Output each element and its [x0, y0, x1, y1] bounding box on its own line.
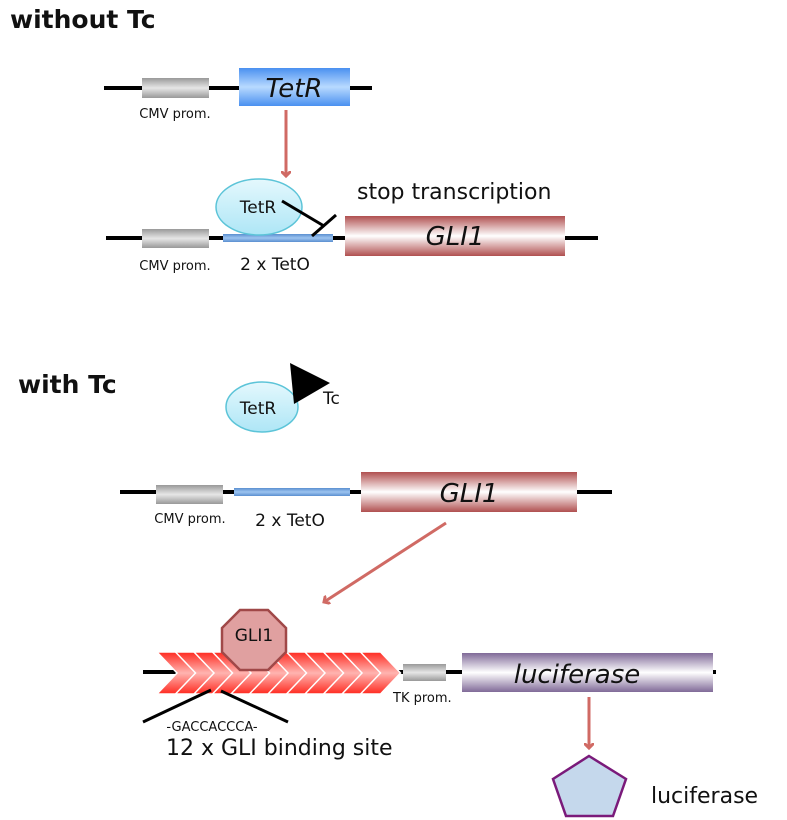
tetr-protein — [225, 381, 299, 433]
luciferase-gene-label: luciferase — [514, 660, 641, 690]
binding-sequence-label: -GACCACCCA- — [166, 720, 258, 735]
gli1-protein-label: GLI1 — [235, 626, 273, 646]
gli-binding-sites — [155, 651, 402, 695]
cmv-promoter — [142, 229, 209, 248]
luciferase-protein-label: luciferase — [651, 784, 758, 809]
gli1-gene — [345, 216, 565, 256]
cmv-promoter — [142, 78, 209, 98]
heading-with-tc: with Tc — [18, 370, 117, 399]
construct-gli1-active: GLI1 CMV prom. 2 x TetO — [120, 472, 612, 531]
tetr-tc-complex: TetR Tc — [225, 363, 340, 433]
cmv-promoter-label: CMV prom. — [154, 512, 225, 527]
luciferase-gene — [462, 653, 713, 692]
construct-gli1-repressed: GLI1 TetR stop transcription CMV prom. 2… — [106, 178, 598, 275]
teto-operator — [223, 234, 333, 242]
binding-site-label: 12 x GLI binding site — [166, 736, 393, 761]
inhibition-icon — [281, 199, 337, 238]
tetr-protein-label: TetR — [239, 399, 277, 419]
gli1-gene-label: GLI1 — [426, 222, 485, 252]
luciferase-protein — [551, 754, 628, 818]
cmv-promoter-label: CMV prom. — [139, 259, 210, 274]
tc-label: Tc — [322, 389, 340, 409]
gli1-protein — [220, 608, 288, 672]
gli-binding-site-chevron — [358, 651, 402, 695]
tetracycline-icon — [290, 363, 330, 404]
zoom-line-right — [220, 689, 289, 724]
gli1-gene-label: GLI1 — [440, 479, 499, 509]
stop-transcription-label: stop transcription — [357, 180, 551, 205]
tetr-gene — [239, 68, 350, 106]
tk-promoter — [403, 664, 446, 681]
tk-promoter-label: TK prom. — [392, 691, 452, 706]
tetr-protein — [215, 178, 303, 236]
cmv-promoter-label: CMV prom. — [139, 107, 210, 122]
teto-label: 2 x TetO — [240, 255, 310, 275]
cmv-promoter — [156, 485, 223, 504]
construct-tetr: TetR CMV prom. — [104, 68, 372, 122]
tetr-gene-label: TetR — [266, 74, 323, 104]
expression-arrow-gli1 — [324, 521, 447, 602]
gli1-gene — [361, 472, 577, 512]
tetr-protein-label: TetR — [239, 198, 277, 218]
teto-operator — [234, 488, 350, 496]
reporter-construct: GLI1 -GACCACCCA- 12 x GLI binding site T… — [142, 608, 716, 761]
teto-label: 2 x TetO — [255, 511, 325, 531]
heading-without-tc: without Tc — [10, 5, 156, 34]
zoom-line-left — [142, 688, 212, 724]
